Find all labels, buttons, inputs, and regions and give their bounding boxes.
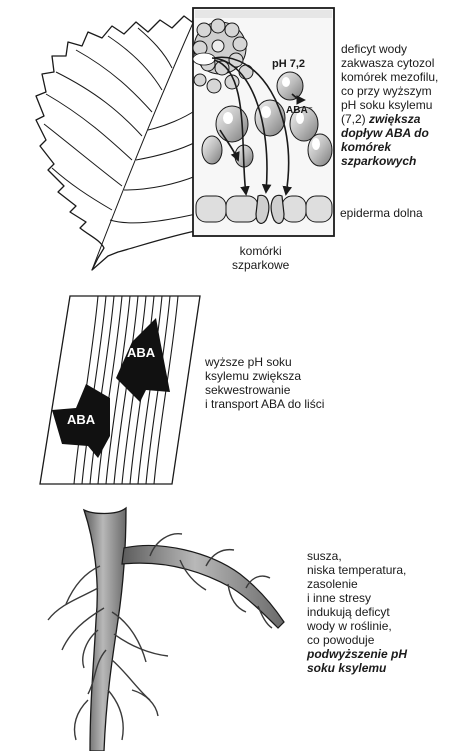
- leaf-caption-line-4: co przy wyższym: [341, 84, 438, 98]
- leaf-caption-line-7: dopływ ABA do: [341, 126, 438, 140]
- root-caption-line-1: susza,: [307, 549, 407, 563]
- ph-label: pH 7,2: [272, 57, 305, 71]
- leaf-cross-section: [193, 8, 334, 236]
- stem-caption: wyższe pH soku ksylemu zwiększa sekwestr…: [205, 355, 324, 411]
- leaf-caption-line-6-plain: (7,2): [341, 112, 369, 126]
- leaf-caption-line-9: szparkowych: [341, 154, 438, 168]
- guard-cells-label-line-2: szparkowe: [232, 258, 289, 272]
- leaf-caption-line-1: deficyt wody: [341, 42, 438, 56]
- guard-cells-label: komórki szparkowe: [232, 244, 289, 272]
- leaf-caption-line-2: zakwasza cytozol: [341, 56, 438, 70]
- stem-caption-line-4: i transport ABA do liści: [205, 397, 324, 411]
- stem-caption-line-3: sekwestrowanie: [205, 383, 324, 397]
- main-root: [84, 508, 126, 751]
- root-caption-line-9: soku ksylemu: [307, 661, 407, 675]
- leaf-caption-line-5: pH soku ksylemu: [341, 98, 438, 112]
- leaf-caption-line-8: komórek: [341, 140, 438, 154]
- root-system: [48, 508, 284, 751]
- guard-cells-label-line-1: komórki: [232, 244, 289, 258]
- epidermis-label: epiderma dolna: [340, 206, 423, 220]
- root-caption-line-6: wody w roślinie,: [307, 619, 407, 633]
- stem-section: [40, 296, 200, 484]
- leaf-outline: [36, 14, 200, 270]
- stem-caption-line-1: wyższe pH soku: [205, 355, 324, 369]
- leaf-caption-line-6-emphasis: zwiększa: [369, 112, 420, 126]
- xylem-vessel: [193, 53, 215, 65]
- root-caption-line-3: zasolenie: [307, 577, 407, 591]
- leaf-caption-line-3: komórek mezofilu,: [341, 70, 438, 84]
- root-caption-line-7: co powoduje: [307, 633, 407, 647]
- root-caption-line-8: podwyższenie pH: [307, 647, 407, 661]
- lateral-root: [122, 546, 284, 628]
- root-caption-line-5: indukują deficyt: [307, 605, 407, 619]
- stem-caption-line-2: ksylemu zwiększa: [205, 369, 324, 383]
- aba-ion-label: ABA⁻: [286, 104, 313, 118]
- aba-arrow-bottom-label: ABA: [67, 413, 95, 427]
- aba-arrow-top-label: ABA: [127, 346, 155, 360]
- leaf-caption-line-6: (7,2) zwiększa: [341, 112, 438, 126]
- root-caption-line-2: niska temperatura,: [307, 563, 407, 577]
- root-caption-line-4: i inne stresy: [307, 591, 407, 605]
